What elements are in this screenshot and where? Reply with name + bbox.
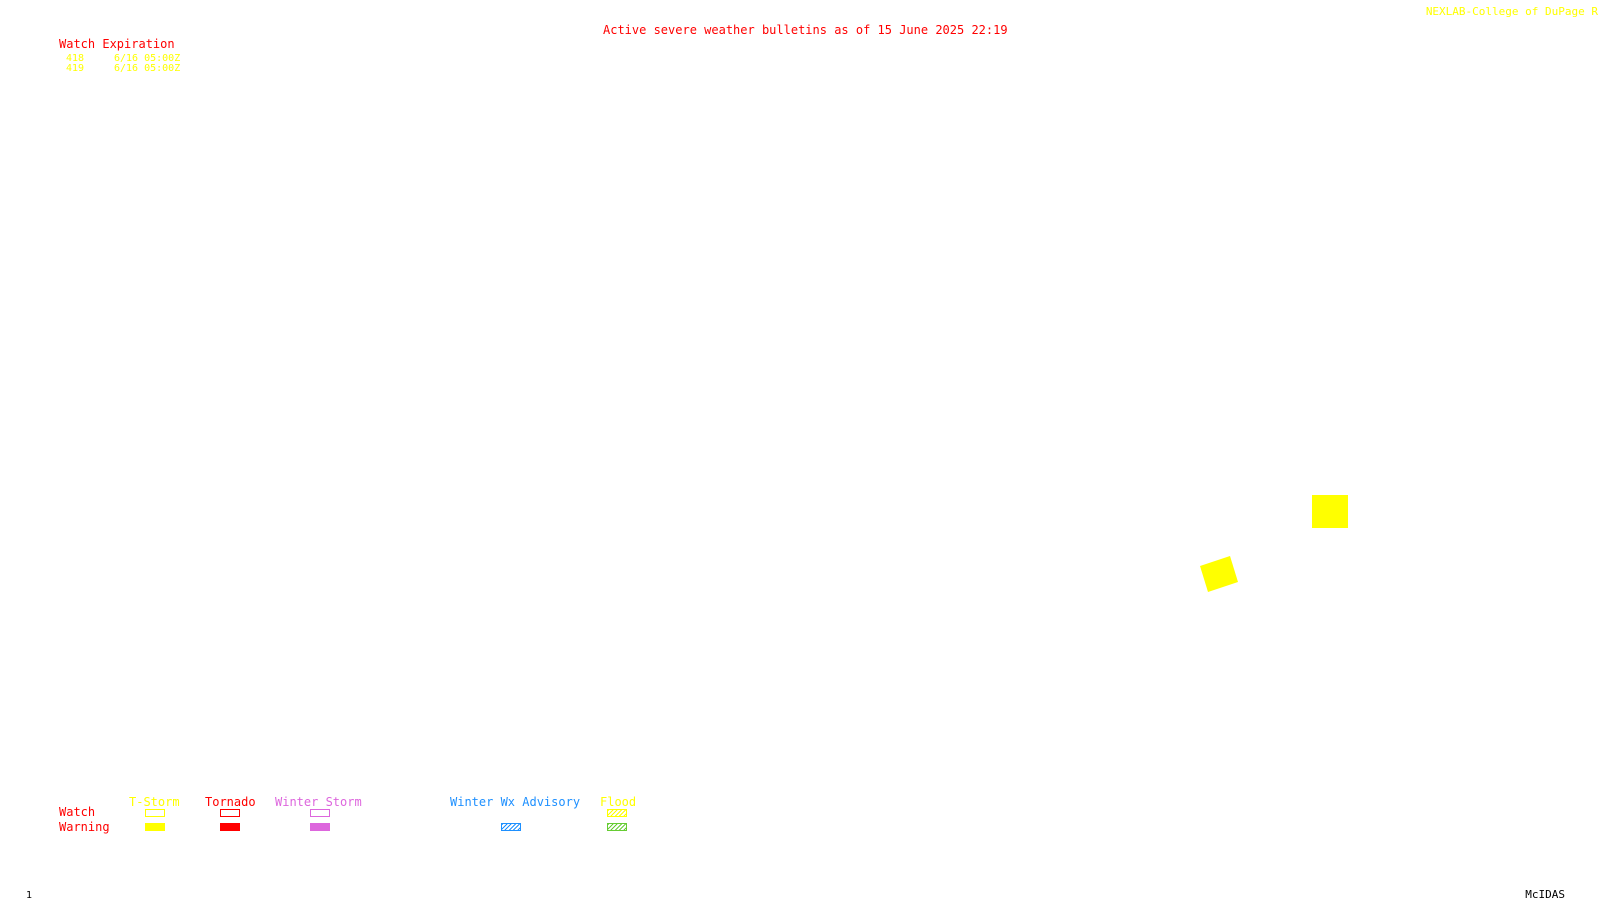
frame-number: 1	[26, 890, 33, 901]
software-label: McIDAS	[1525, 888, 1565, 901]
legend-warning-row-label: Warning	[59, 820, 110, 834]
legend-flood-warning-swatch	[607, 823, 627, 831]
legend-tornado-label: Tornado	[205, 795, 256, 809]
tstorm-warning-polygon[interactable]	[1312, 495, 1348, 528]
legend-tornado-watch-swatch	[220, 809, 240, 817]
watch-expiration-heading: Watch Expiration	[59, 37, 175, 51]
watch-number: 418	[66, 53, 85, 64]
legend-flood-label: Flood	[600, 795, 637, 809]
watch-row: 419 6/16 05:00Z	[66, 64, 180, 74]
legend-winter-storm-watch-swatch	[310, 809, 330, 817]
legend-tstorm-warning-swatch	[145, 823, 165, 831]
watch-expiry: 6/16 05:00Z	[114, 63, 181, 74]
legend-tornado-warning-swatch	[220, 823, 240, 831]
legend-winter-storm-warning-swatch	[310, 823, 330, 831]
legend-tstorm-watch-swatch	[145, 809, 165, 817]
legend-winter-advisory-label: Winter Wx Advisory	[450, 795, 581, 809]
legend-watch-row-label: Watch	[59, 805, 96, 819]
watch-number: 419	[66, 63, 85, 74]
legend-winter-advisory-swatch	[501, 823, 521, 831]
legend-winter-storm-label: Winter Storm	[275, 795, 362, 809]
watch-expiry: 6/16 05:00Z	[114, 53, 181, 64]
legend-flood-watch-swatch	[607, 809, 627, 817]
tstorm-warning-polygon[interactable]	[1200, 556, 1238, 592]
legend-tstorm-label: T-Storm	[129, 795, 180, 809]
watch-row: 418 6/16 05:00Z	[66, 54, 180, 64]
source-credit: NEXLAB-College of DuPage R	[1425, 5, 1598, 18]
bulletin-title: Active severe weather bulletins as of 15…	[603, 23, 1008, 37]
